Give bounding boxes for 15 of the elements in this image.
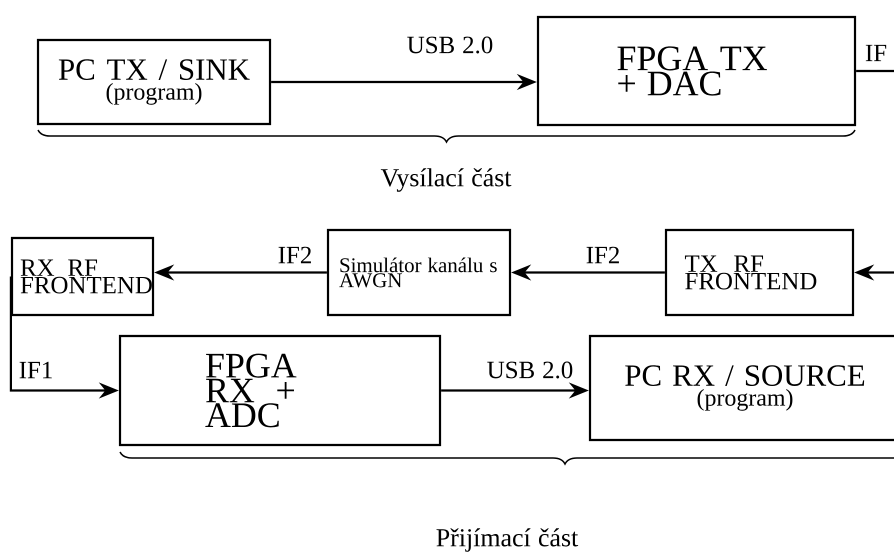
edge-label: USB 2.0	[406, 36, 494, 54]
edge-label: IF2	[276, 246, 314, 264]
process-box: PC RX / SOURCE (program)	[588, 334, 894, 442]
process-box: PC TX / SINK (program)	[36, 38, 272, 126]
process-box: RX RF FRONTEND	[10, 236, 154, 316]
edge-label: IF	[864, 44, 888, 62]
edge-label: IF1	[18, 360, 54, 380]
process-box: TX RF FRONTEND	[664, 228, 854, 316]
edge-label: USB 2.0	[486, 360, 574, 380]
process-box: FPGA RX + ADC	[118, 334, 442, 446]
process-box: Simulátor kanálu s AWGN	[326, 228, 512, 316]
section-label: Vysílací část	[380, 168, 512, 192]
edge-label: IF2	[584, 246, 622, 264]
section-label: Přijímací část	[436, 528, 578, 552]
process-box: FPGA TX + DAC	[536, 16, 856, 126]
